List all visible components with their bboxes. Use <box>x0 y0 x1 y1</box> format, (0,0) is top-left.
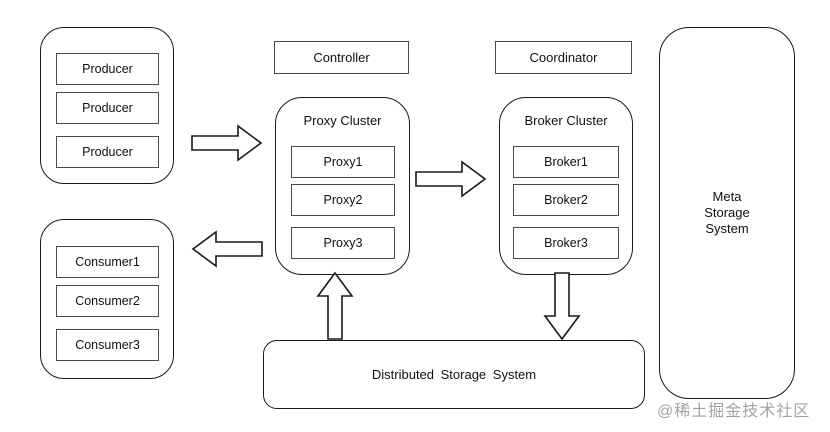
broker-node: Broker3 <box>513 227 619 259</box>
controller-node: Controller <box>274 41 409 74</box>
broker-node: Broker2 <box>513 184 619 216</box>
proxy-node: Proxy1 <box>291 146 395 178</box>
distributed-storage-label: Distributed Storage System <box>371 367 537 382</box>
consumer-node: Consumer3 <box>56 329 159 361</box>
producer-node: Producer <box>56 92 159 124</box>
meta-storage-label-line: System <box>705 221 749 237</box>
arrow-down-icon <box>543 272 581 341</box>
proxy-cluster-group: Proxy Cluster Proxy1 Proxy2 Proxy3 <box>275 97 410 275</box>
consumer-node: Consumer1 <box>56 246 159 278</box>
distributed-storage-node: Distributed Storage System <box>263 340 645 409</box>
producer-node: Producer <box>56 136 159 168</box>
arrow-right-icon <box>415 160 487 198</box>
broker-node: Broker1 <box>513 146 619 178</box>
arrow-right-icon <box>191 124 263 162</box>
proxy-cluster-title: Proxy Cluster <box>303 113 382 128</box>
broker-cluster-group: Broker Cluster Broker1 Broker2 Broker3 <box>499 97 633 275</box>
consumer-node: Consumer2 <box>56 285 159 317</box>
proxy-node: Proxy2 <box>291 184 395 216</box>
broker-cluster-title: Broker Cluster <box>524 113 608 128</box>
producers-group: Producer Producer Producer <box>40 27 174 184</box>
producer-node: Producer <box>56 53 159 85</box>
watermark-text: @稀土掘金技术社区 <box>657 403 811 420</box>
meta-storage-node: Meta Storage System <box>659 27 795 399</box>
arrow-up-icon <box>316 271 354 340</box>
arrow-left-icon <box>191 230 263 268</box>
consumers-group: Consumer1 Consumer2 Consumer3 <box>40 219 174 379</box>
meta-storage-label-line: Meta <box>712 188 742 204</box>
coordinator-node: Coordinator <box>495 41 632 74</box>
meta-storage-label-line: Storage <box>704 204 750 220</box>
proxy-node: Proxy3 <box>291 227 395 259</box>
